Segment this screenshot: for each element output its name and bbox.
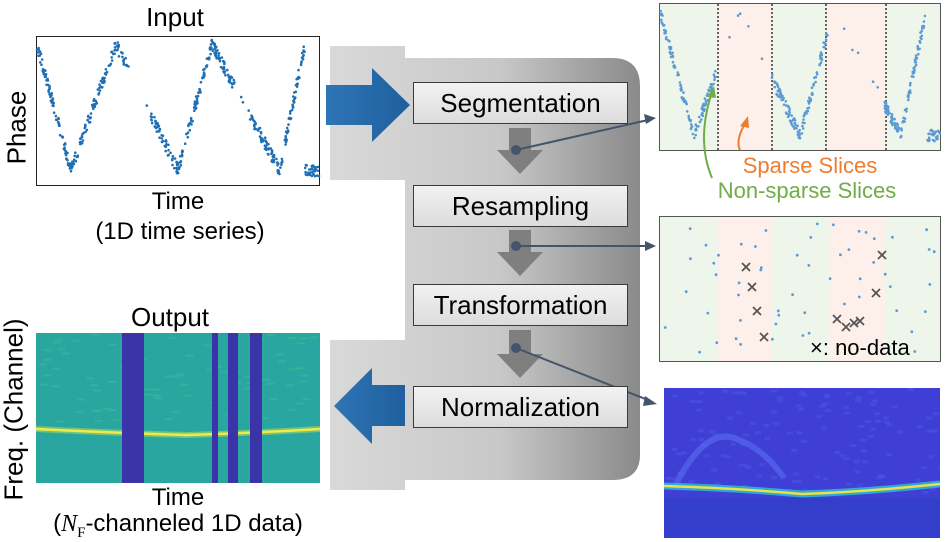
no-data-legend: ×: no-data xyxy=(810,335,910,360)
step-segmentation: Segmentation xyxy=(413,82,628,124)
step-normalization: Normalization xyxy=(413,386,628,428)
input-plot xyxy=(35,36,321,186)
input-x-label: Time xyxy=(151,188,205,215)
caption-f: F xyxy=(77,524,86,541)
output-arrow xyxy=(334,368,405,444)
input-scatter xyxy=(35,38,321,178)
segmentation-scatter xyxy=(659,4,942,150)
output-spectrogram xyxy=(36,333,320,483)
nonsparse-slices-label: Non-sparse Slices xyxy=(717,178,897,203)
caption-rest: -channeled 1D data) xyxy=(85,510,303,537)
output-title: Output xyxy=(130,302,210,332)
sparse-slices-label: Sparse Slices xyxy=(742,153,878,178)
output-heatmap xyxy=(36,333,320,483)
input-caption: (1D time series) xyxy=(95,218,265,245)
input-arrow xyxy=(326,68,410,142)
output-y-label: Freq. (Channel) xyxy=(0,318,29,501)
caption-n: N xyxy=(61,511,78,537)
input-title: Input xyxy=(146,2,204,32)
resampling-panel: ×: no-data xyxy=(659,216,941,362)
step-resampling: Resampling xyxy=(413,185,628,227)
output-caption: (NF-channeled 1D data) xyxy=(53,510,303,541)
resampling-scatter xyxy=(660,217,940,361)
normalized-heatmap xyxy=(664,388,940,538)
step-transformation: Transformation xyxy=(413,284,628,326)
pipeline-container xyxy=(330,46,640,490)
output-x-label: Time xyxy=(151,484,205,511)
segmentation-panel xyxy=(659,3,942,151)
normalized-spectrogram xyxy=(664,388,940,538)
